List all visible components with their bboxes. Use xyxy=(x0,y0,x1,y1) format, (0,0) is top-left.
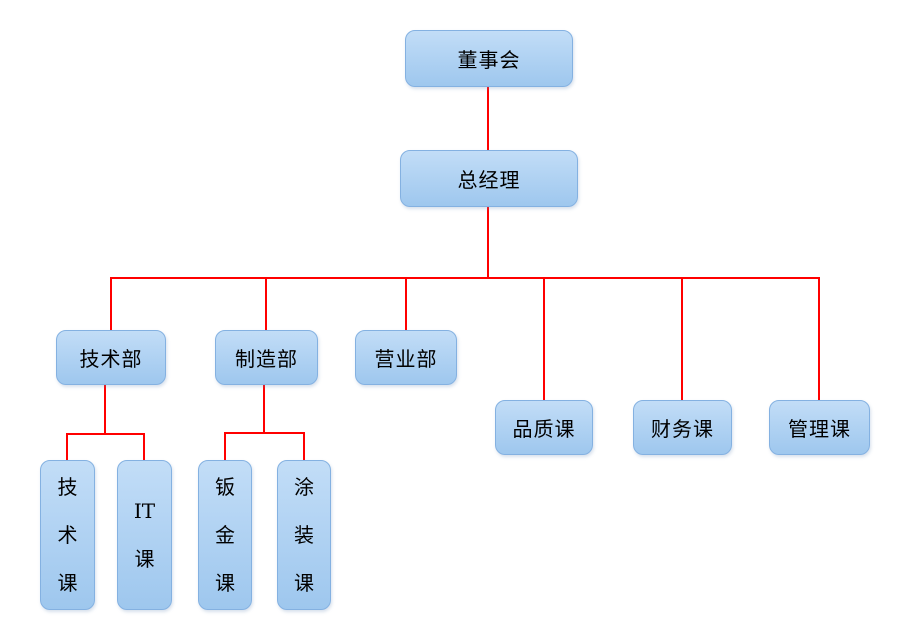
edge-level3-bus xyxy=(110,277,820,279)
node-sheet-metal-section: 钣 金 课 xyxy=(198,460,252,610)
edge-to-sheet-metal xyxy=(224,432,226,461)
edge-mfg-dept-stub xyxy=(263,384,265,434)
node-technical-section: 技 术 课 xyxy=(40,460,95,610)
edge-bus-to-tech-dept xyxy=(110,277,112,331)
edge-bus-to-quality xyxy=(543,277,545,401)
edge-bus-to-sales-dept xyxy=(405,277,407,331)
node-sales-dept: 营业部 xyxy=(355,330,457,385)
node-finance-section: 财务课 xyxy=(633,400,732,455)
edge-tech-dept-stub xyxy=(104,384,106,435)
edge-to-painting xyxy=(303,432,305,461)
node-quality-section: 品质课 xyxy=(495,400,593,455)
node-management-section: 管理课 xyxy=(769,400,870,455)
edge-bus-to-finance xyxy=(681,277,683,401)
node-painting-section: 涂 装 课 xyxy=(277,460,331,610)
node-technical-dept: 技术部 xyxy=(56,330,166,385)
edge-tech-children-bus xyxy=(66,433,145,435)
edge-mfg-children-bus xyxy=(224,432,305,434)
edge-gm-to-bus xyxy=(487,206,489,279)
node-it-section: IT 课 xyxy=(117,460,172,610)
edge-bus-to-management xyxy=(818,277,820,401)
edge-to-tech-section xyxy=(66,433,68,461)
edge-to-it-section xyxy=(143,433,145,461)
edge-bus-to-mfg-dept xyxy=(265,277,267,331)
node-board-of-directors: 董事会 xyxy=(405,30,573,87)
edge-board-to-gm xyxy=(487,87,489,150)
node-general-manager: 总经理 xyxy=(400,150,578,207)
node-manufacturing-dept: 制造部 xyxy=(215,330,318,385)
